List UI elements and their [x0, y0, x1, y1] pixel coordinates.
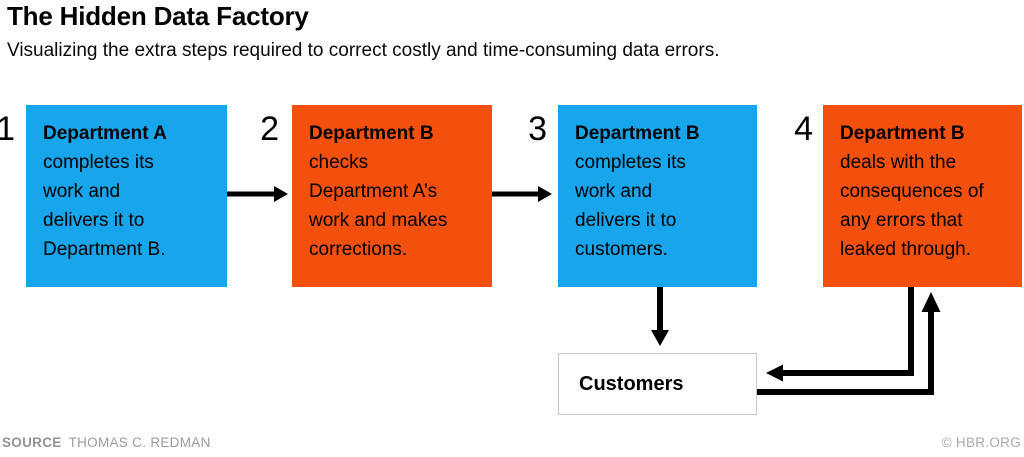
step-box-heading: Department A: [43, 123, 167, 144]
step-number-2: 2: [260, 110, 279, 148]
page-title: The Hidden Data Factory: [7, 1, 309, 31]
source-value: THOMAS C. REDMAN: [68, 435, 211, 450]
step-number-4: 4: [794, 110, 813, 148]
hbr-credit: © HBR.ORG: [941, 435, 1021, 450]
step-box-2-department-b-checks: Department B checks Department A’s work …: [292, 105, 492, 287]
step-number-3: 3: [528, 110, 547, 148]
customers-label: Customers: [579, 372, 684, 395]
step-box-body: completes its work and delivers it to De…: [43, 152, 166, 260]
arrow-step4-to-customers-icon: [766, 287, 914, 382]
step-box-heading: Department B: [309, 123, 434, 144]
step-box-3-department-b-delivers: Department B completes its work and deli…: [558, 105, 757, 287]
arrow-step1-to-step2-icon: [227, 186, 288, 202]
arrow-step3-to-customers-icon: [651, 287, 669, 346]
source-label: SOURCE: [2, 435, 62, 450]
arrow-customers-to-step4-icon: [757, 292, 941, 395]
step-box-4-department-b-consequences: Department B deals with the consequences…: [823, 105, 1022, 287]
source-credit: SOURCE THOMAS C. REDMAN: [2, 435, 211, 450]
step-box-body: completes its work and delivers it to cu…: [575, 152, 686, 260]
step-box-1-department-a: Department A completes its work and deli…: [26, 105, 227, 287]
step-box-heading: Department B: [575, 123, 700, 144]
step-box-heading: Department B: [840, 123, 965, 144]
page-subtitle: Visualizing the extra steps required to …: [7, 40, 720, 61]
step-box-body: checks Department A’s work and makes cor…: [309, 152, 448, 260]
step-box-body: deals with the consequences of any error…: [840, 152, 984, 260]
step-number-1: 1: [0, 110, 15, 148]
arrow-step2-to-step3-icon: [492, 186, 552, 202]
customers-box: Customers: [558, 353, 757, 415]
